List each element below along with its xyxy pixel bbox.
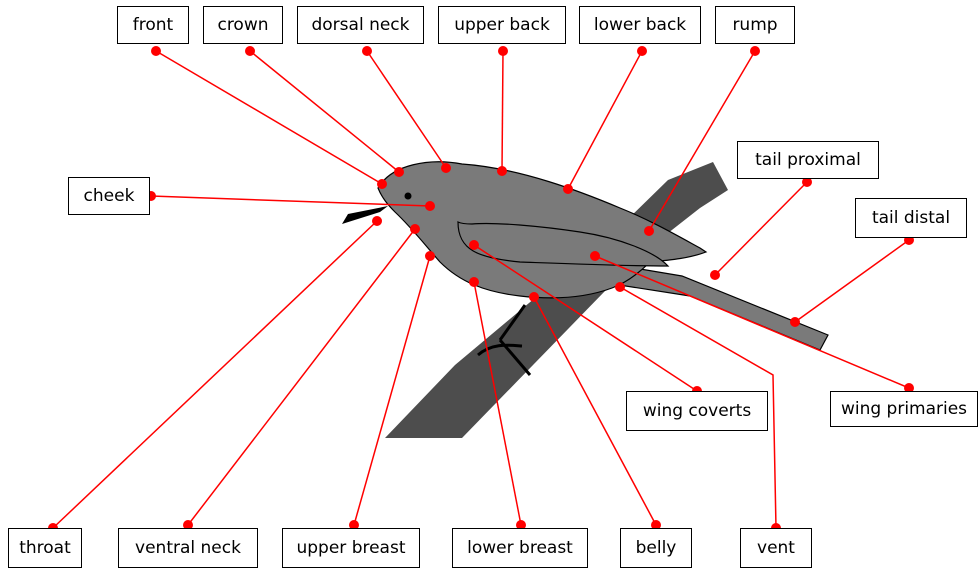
marker-anchor-ventral-neck [183, 520, 193, 530]
marker-anchor-crown [245, 46, 255, 56]
leader-line-throat [52, 220, 378, 529]
marker-anchor-upper-back [498, 46, 508, 56]
label-crown: crown [203, 6, 283, 44]
label-upper-breast: upper breast [282, 528, 420, 568]
marker-anchor-front [151, 46, 161, 56]
marker-anchor-wing-primaries [904, 383, 914, 393]
marker-target-belly [529, 292, 539, 302]
leader-line-upper-back [501, 50, 504, 172]
marker-anchor-upper-breast [349, 520, 359, 530]
leader-line-lower-back [567, 50, 643, 190]
bird-beak [342, 206, 388, 224]
marker-anchor-lower-breast [516, 520, 526, 530]
label-dorsal-neck: dorsal neck [297, 6, 424, 44]
label-front: front [117, 6, 189, 44]
leader-line-dorsal-neck [366, 50, 447, 169]
marker-target-wing-primaries [590, 251, 600, 261]
label-tail-proximal: tail proximal [737, 141, 879, 179]
label-cheek: cheek [68, 177, 150, 215]
label-ventral-neck: ventral neck [118, 528, 258, 568]
marker-target-tail-distal [790, 317, 800, 327]
marker-target-wing-coverts [469, 240, 479, 250]
marker-anchor-lower-back [637, 46, 647, 56]
bird-eye [404, 192, 412, 200]
leader-line-vent [619, 286, 777, 529]
leader-line-upper-breast [353, 255, 431, 526]
label-wing-coverts: wing coverts [626, 391, 768, 431]
leader-lines-layer [48, 46, 914, 533]
marker-anchor-dorsal-neck [362, 46, 372, 56]
leader-line-wing-primaries [594, 255, 910, 389]
leader-line-tail-proximal [714, 181, 808, 276]
label-upper-back: upper back [438, 6, 566, 44]
marker-target-upper-breast [425, 251, 435, 261]
leader-line-front [155, 50, 383, 185]
marker-target-ventral-neck [410, 224, 420, 234]
label-lower-back: lower back [579, 6, 701, 44]
marker-anchor-tail-proximal [802, 177, 812, 187]
leader-line-ventral-neck [187, 228, 416, 526]
label-tail-distal: tail distal [855, 198, 967, 238]
marker-anchor-belly [651, 520, 661, 530]
marker-target-lower-breast [469, 277, 479, 287]
label-vent: vent [740, 528, 812, 568]
marker-target-lower-back [563, 184, 573, 194]
leader-line-wing-coverts [473, 244, 698, 392]
marker-target-upper-back [497, 166, 507, 176]
marker-anchor-rump [750, 46, 760, 56]
leader-line-crown [249, 50, 400, 173]
marker-target-vent [615, 282, 625, 292]
marker-target-crown [394, 167, 404, 177]
marker-target-rump [644, 226, 654, 236]
bird-foot [477, 304, 532, 376]
label-lower-breast: lower breast [452, 528, 588, 568]
marker-target-cheek [425, 201, 435, 211]
leader-line-lower-breast [473, 281, 522, 526]
leader-line-rump [648, 50, 756, 232]
marker-target-tail-proximal [710, 270, 720, 280]
marker-target-throat [372, 216, 382, 226]
bird-wing [457, 221, 670, 267]
label-rump: rump [715, 6, 795, 44]
leader-line-tail-distal [794, 239, 910, 323]
leader-line-cheek [150, 195, 431, 207]
label-belly: belly [620, 528, 692, 568]
marker-target-front [377, 179, 387, 189]
leader-line-belly [533, 296, 657, 526]
label-throat: throat [8, 528, 82, 568]
marker-target-dorsal-neck [441, 163, 451, 173]
label-wing-primaries: wing primaries [830, 391, 978, 427]
